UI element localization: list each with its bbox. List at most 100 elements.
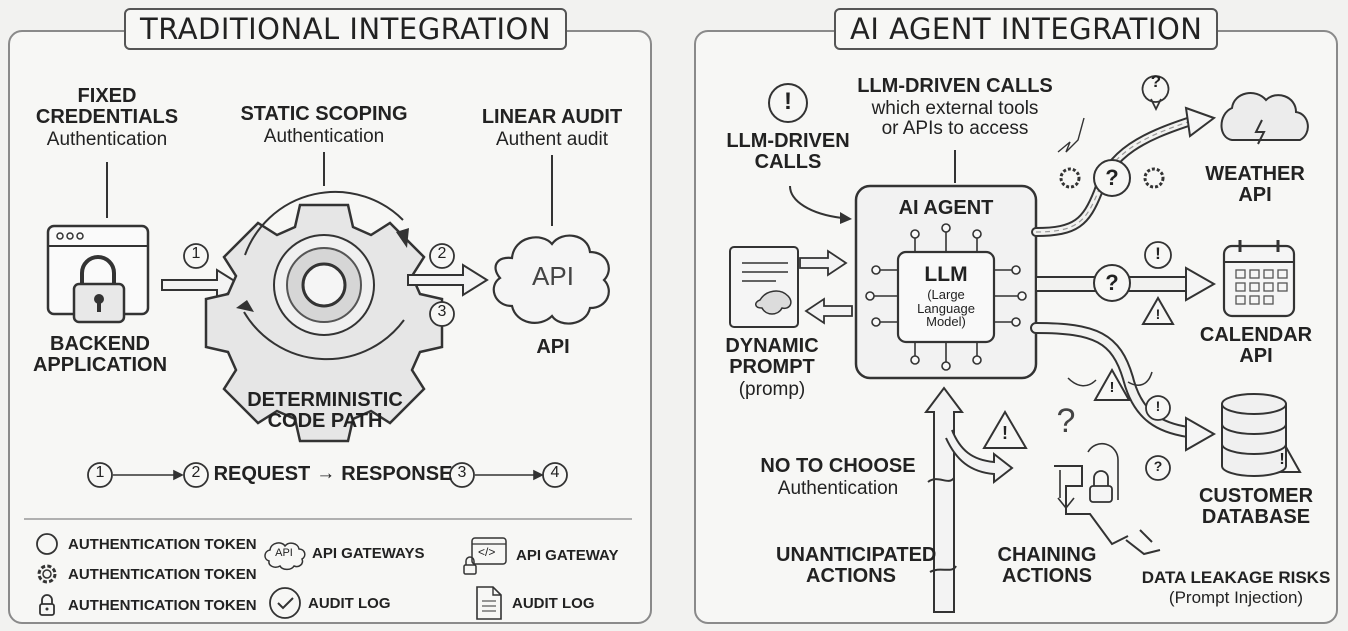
question-circle-weather: [1093, 159, 1131, 197]
circle-icon: [32, 529, 62, 559]
backend-application-label: BACKEND APPLICATION: [20, 334, 180, 376]
legend-item-circle: AUTHENTICATION TOKEN: [32, 529, 257, 559]
llm-label: LLM (Large Language Model): [900, 263, 992, 329]
unanticipated-up-arrow: [924, 386, 964, 613]
exclaim-circle-db: [1145, 395, 1171, 421]
weather-api-label: WEATHER API: [1200, 164, 1310, 206]
lock-icon: [32, 590, 62, 620]
gear-icon: [32, 559, 62, 589]
weather-line1: WEATHER: [1205, 163, 1305, 185]
api-cloud-icon-text: API: [275, 547, 293, 559]
response-arrow-2: [407, 263, 489, 297]
unanticipated-actions-label: UNANTICIPATED ACTIONS: [776, 545, 936, 587]
legend-label: AUTHENTICATION TOKEN: [68, 535, 257, 553]
static-scoping-sub: Authentication: [263, 126, 385, 147]
warning-circle-icon: [768, 83, 808, 123]
exclaim-glyph: !: [1155, 398, 1161, 414]
seq-step-3: 3: [457, 464, 467, 481]
linear-audit-sub: Authent audit: [496, 129, 608, 150]
flow-arrow: →: [316, 463, 336, 484]
fixed-credentials-title-1: FIXED: [77, 85, 137, 107]
chaining-line2: ACTIONS: [1002, 565, 1092, 587]
legend-item-api-gateways: API API GATEWAYS: [262, 538, 425, 571]
chaining-actions-label: CHAINING ACTIONS: [990, 545, 1104, 587]
static-scoping-label: STATIC SCOPING Authentication: [224, 104, 424, 147]
legend-label: AUTHENTICATION TOKEN: [68, 565, 257, 583]
exclaim-glyph: !: [1002, 423, 1008, 443]
fixed-credentials-title-2: CREDENTIALS: [35, 106, 179, 128]
llm-calls-top-title: LLM-DRIVEN CALLS: [857, 75, 1053, 97]
chaining-path: [1054, 465, 1129, 546]
shaft-scribbles: [927, 477, 957, 573]
calendar-icon: [1222, 240, 1296, 318]
backend-line-1: BACKEND: [50, 333, 150, 355]
data-leakage-label: DATA LEAKAGE RISKS (Prompt Injection): [1140, 569, 1332, 607]
legend-label: AUDIT LOG: [512, 594, 595, 612]
customer-database-label: CUSTOMER DATABASE: [1190, 486, 1322, 528]
api-cloud-icon: API: [262, 538, 306, 571]
no-to-choose-title: NO TO CHOOSE: [760, 455, 916, 477]
dynamic-prompt-label: DYNAMIC PROMPT (promp): [712, 336, 832, 400]
api-cloud-icon: [492, 234, 610, 325]
api-cloud-text: API: [532, 261, 574, 291]
seq-step-4: 4: [550, 464, 560, 481]
exclaim-glyph: !: [1109, 379, 1115, 396]
small-gear-icon: [1059, 167, 1081, 189]
static-scoping-gear-icon: [204, 190, 444, 443]
legend-label: API GATEWAYS: [312, 544, 425, 562]
check-icon: [268, 586, 302, 620]
question-glyph: ?: [1153, 458, 1163, 474]
llm-sub1: (Large: [927, 287, 965, 303]
customer-db-line1: CUSTOMER: [1198, 485, 1314, 507]
question-circle-db: [1145, 455, 1171, 481]
scribble-arrow: [1057, 117, 1085, 153]
exclaim-glyph: !: [1279, 451, 1285, 468]
chaining-lock-icon: [1093, 470, 1109, 486]
ai-agent-integration-title: AI AGENT INTEGRATION: [834, 8, 1219, 50]
question-glyph: ?: [1105, 270, 1119, 295]
chaining-arrow: [945, 429, 1014, 485]
document-icon: [470, 585, 506, 621]
prompt-out-arrow: [804, 297, 853, 325]
prompt-document-icon: [729, 246, 799, 328]
legend-label: API GATEWAY: [516, 546, 619, 564]
question-glyph: ?: [1150, 72, 1162, 91]
database-icon: [1221, 393, 1287, 477]
exclaim-glyph: !: [1155, 244, 1161, 263]
exclaim-glyph: !: [784, 88, 792, 115]
legend-item-gear: AUTHENTICATION TOKEN: [32, 559, 257, 589]
llm-title: LLM: [924, 263, 968, 286]
step-circles: [87, 243, 568, 488]
dynamic-prompt-sub: (promp): [738, 379, 806, 400]
exclaim-glyph: !: [1155, 306, 1161, 322]
traditional-integration-title: TRADITIONAL INTEGRATION: [124, 8, 568, 50]
fixed-credentials-label: FIXED CREDENTIALS Authentication: [20, 86, 194, 150]
linear-audit-title: LINEAR AUDIT: [481, 106, 623, 128]
no-to-choose-sub: Authentication: [777, 478, 899, 499]
code-window-icon-text: </>: [478, 545, 496, 559]
chip-circuit-lines: [865, 223, 1027, 371]
ai-agent-title: AI AGENT: [898, 197, 994, 219]
request-response-flow: REQUEST → RESPONSE: [214, 463, 453, 485]
leakage-title: DATA LEAKAGE RISKS: [1141, 568, 1331, 587]
step-1-label: 1: [191, 245, 201, 262]
exclaim-circle-calendar: [1144, 241, 1172, 269]
deterministic-line-1: DETERMINISTIC: [247, 389, 403, 411]
calendar-line1: CALENDAR: [1199, 324, 1313, 346]
seq-step-1: 1: [95, 464, 105, 481]
deterministic-code-path-label: DETERMINISTIC CODE PATH: [230, 390, 420, 432]
legend-label: AUDIT LOG: [308, 594, 391, 612]
dynamic-prompt-line2: PROMPT: [729, 356, 815, 378]
deterministic-line-2: CODE PATH: [267, 410, 383, 432]
llm-calls-left-line1: LLM-DRIVEN: [726, 130, 850, 152]
calendar-line2: API: [1239, 345, 1273, 367]
step-2-label: 2: [437, 245, 447, 262]
question-circle-calendar: [1093, 264, 1131, 302]
backend-line-2: APPLICATION: [32, 354, 168, 376]
linear-audit-label: LINEAR AUDIT Authent audit: [462, 107, 642, 150]
llm-calls-top-sub2: or APIs to access: [881, 117, 1029, 139]
legend-label: AUTHENTICATION TOKEN: [68, 596, 257, 614]
request-label: REQUEST: [213, 463, 311, 485]
chaining-line1: CHAINING: [997, 544, 1097, 566]
